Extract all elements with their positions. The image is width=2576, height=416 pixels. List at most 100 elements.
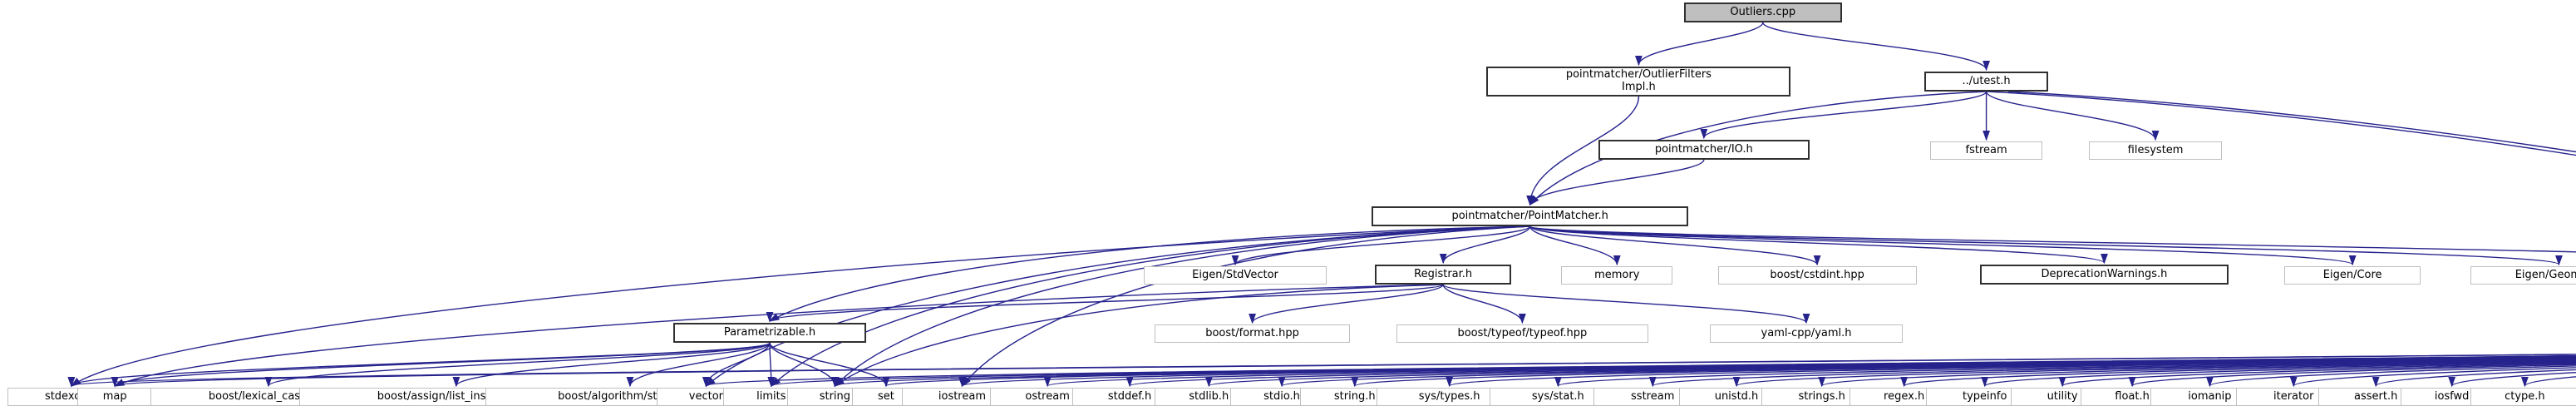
graph-node-label: stddef.h [1107, 389, 1152, 403]
graph-edge [452, 342, 771, 388]
graph-node-label: iterator [2273, 389, 2314, 403]
graph-node-label: set [878, 389, 894, 403]
graph-edge [1446, 358, 2576, 388]
graph-edge [1278, 357, 2576, 388]
graph-edge [1529, 225, 1621, 266]
graph-edge [1126, 356, 2576, 388]
graph-edge [1442, 284, 1526, 324]
graph-node-label: stdlib.h [1189, 389, 1229, 403]
graph-node-label: unistd.h [1714, 389, 1759, 403]
graph-edge [1733, 359, 2576, 388]
graph-edge [1529, 225, 2563, 266]
graph-node-label: regex.h [1884, 389, 1925, 403]
graph-node-label: DeprecationWarnings.h [2041, 267, 2168, 280]
graph-edge [1986, 91, 2576, 156]
graph-edge [1439, 225, 1531, 265]
graph-edge [2448, 371, 2576, 388]
graph-node-label: stdio.h [1263, 389, 1300, 403]
graph-edge [1249, 284, 1444, 324]
graph-node-deprecation[interactable]: DeprecationWarnings.h [1980, 265, 2229, 285]
graph-node-utest[interactable]: ../utest.h [1923, 72, 2049, 92]
graph-node-label: iosfwd [2434, 389, 2470, 403]
graph-node-label: sys/types.h [1418, 389, 1480, 403]
graph-node-label: strings.h [1798, 389, 1845, 403]
graph-node-registrar[interactable]: Registrar.h [1375, 265, 1512, 285]
graph-node-label: ../utest.h [1962, 74, 2011, 87]
graph-node-label: map [102, 389, 127, 403]
graph-edge [769, 342, 839, 388]
graph-edge [2206, 365, 2576, 388]
graph-node-label: boost/cstdint.hpp [1770, 268, 1864, 281]
graph-edge [264, 342, 771, 388]
graph-node-format: boost/format.hpp [1154, 324, 1351, 343]
graph-node-sysstat: sys/stat.h [1490, 388, 1627, 406]
graph-node-label: limits [756, 389, 786, 403]
graph-edge [705, 225, 1530, 387]
graph-edge [626, 342, 771, 388]
graph-edge [1819, 360, 2576, 388]
graph-node-label: Eigen/StdVector [1192, 268, 1278, 281]
graph-node-label: iostream [938, 389, 986, 403]
graph-edge [1900, 361, 2576, 388]
graph-edge [70, 225, 1530, 387]
graph-node-label: string [819, 389, 851, 403]
graph-node-filesystem: filesystem [2088, 141, 2223, 160]
graph-edge [834, 225, 1530, 388]
graph-edge [69, 354, 2576, 388]
graph-edge [768, 355, 2576, 388]
graph-node-eigengeometry: Eigen/Geometry [2470, 266, 2576, 285]
graph-edge [112, 354, 2576, 388]
graph-node-label: sstream [1631, 389, 1675, 403]
graph-node-label: vector [688, 389, 724, 403]
graph-edge [1529, 225, 2108, 265]
graph-node-label: Outliers.cpp [1730, 5, 1796, 18]
graph-edge [883, 355, 2576, 388]
graph-edge [111, 342, 771, 388]
graph-node-label: typeinfo [1963, 389, 2007, 403]
graph-node-label: Eigen/Geometry [2514, 268, 2576, 281]
graph-node-label: boost/format.hpp [1205, 326, 1299, 339]
graph-node-label: filesystem [2127, 143, 2184, 156]
graph-edge [2007, 91, 2576, 153]
graph-edge [1442, 284, 1810, 324]
graph-node-label: fstream [1965, 143, 2007, 156]
graph-edge [2059, 363, 2576, 388]
graph-edge [959, 355, 2576, 388]
graph-node-yaml: yaml-cpp/yaml.h [1710, 324, 1903, 343]
graph-node-label: utility [2047, 389, 2078, 403]
graph-edge [1635, 22, 1764, 67]
graph-edge [1981, 362, 2576, 388]
graph-edge [770, 225, 1530, 387]
graph-edge [1231, 225, 1531, 266]
graph-edge [1762, 22, 1990, 72]
graph-node-pointmatcher[interactable]: pointmatcher/PointMatcher.h [1372, 206, 1689, 226]
graph-edge [1205, 357, 2576, 388]
graph-node-cstdint: boost/cstdint.hpp [1717, 266, 1917, 285]
graph-edge [961, 225, 1530, 388]
graph-node-label: boost/typeof/typeof.hpp [1457, 326, 1588, 339]
graph-edge [832, 355, 2576, 388]
graph-node-parametrizable[interactable]: Parametrizable.h [673, 323, 866, 343]
graph-node-typeof: boost/typeof/typeof.hpp [1396, 324, 1648, 343]
graph-edge [1700, 91, 1987, 140]
graph-edge [1526, 159, 1705, 206]
graph-node-outliers[interactable]: Outliers.cpp [1683, 2, 1842, 22]
graph-edge [2290, 367, 2576, 388]
graph-edge [767, 342, 776, 388]
graph-node-map: map [77, 388, 152, 406]
graph-edge [67, 342, 771, 388]
graph-node-ofimpl[interactable]: pointmatcher/OutlierFilters Impl.h [1486, 67, 1791, 97]
graph-edge [834, 284, 1444, 387]
graph-node-label: sys/stat.h [1531, 389, 1584, 403]
graph-node-label: string.h [1333, 389, 1376, 403]
graph-edge [2129, 364, 2576, 388]
graph-edge [1649, 359, 2576, 388]
graph-node-label: memory [1594, 268, 1640, 281]
graph-node-eigenstdvector: Eigen/StdVector [1143, 266, 1327, 285]
graph-node-label: pointmatcher/PointMatcher.h [1451, 209, 1608, 222]
graph-edge [1985, 91, 2160, 141]
graph-edge [766, 284, 1444, 323]
graph-node-label: float.h [2115, 389, 2150, 403]
graph-node-io[interactable]: pointmatcher/IO.h [1598, 140, 1810, 160]
graph-node-label: assert.h [2354, 389, 2398, 403]
